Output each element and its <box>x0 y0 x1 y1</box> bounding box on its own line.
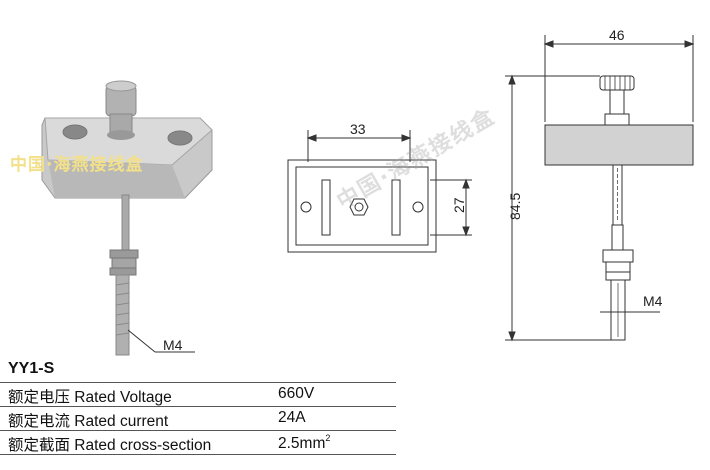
technical-drawing: M4 33 27 <box>41 27 695 356</box>
top-view-drawing <box>287 130 472 253</box>
model-name: YY1-S <box>8 360 55 377</box>
spec-value: 24A <box>278 409 306 426</box>
product-photo <box>41 80 213 356</box>
spec-label: 额定电压 Rated Voltage <box>8 389 172 406</box>
side-view-drawing <box>505 35 695 342</box>
spec-row-cross-section: 额定截面 Rated cross-section 2.5mm2 <box>0 430 396 455</box>
spec-row-voltage: 额定电压 Rated Voltage 660V <box>0 382 396 406</box>
top-view-height-dim: 27 <box>451 197 467 213</box>
spec-value: 2.5mm2 <box>278 433 330 453</box>
spec-row-current: 额定电流 Rated current 24A <box>0 406 396 430</box>
top-view-width-dim: 33 <box>350 121 366 137</box>
spec-value-superscript: 2 <box>325 433 331 443</box>
side-view-height-dim: 84.5 <box>507 193 523 220</box>
side-view-thread-label: M4 <box>643 293 663 309</box>
spec-label: 额定截面 Rated cross-section <box>8 437 212 454</box>
photo-thread-label: M4 <box>163 337 183 353</box>
spec-value-text: 2.5mm <box>278 435 326 452</box>
side-view-width-dim: 46 <box>609 27 625 43</box>
spec-label: 额定电流 Rated current <box>8 413 169 430</box>
spec-value: 660V <box>278 385 315 402</box>
